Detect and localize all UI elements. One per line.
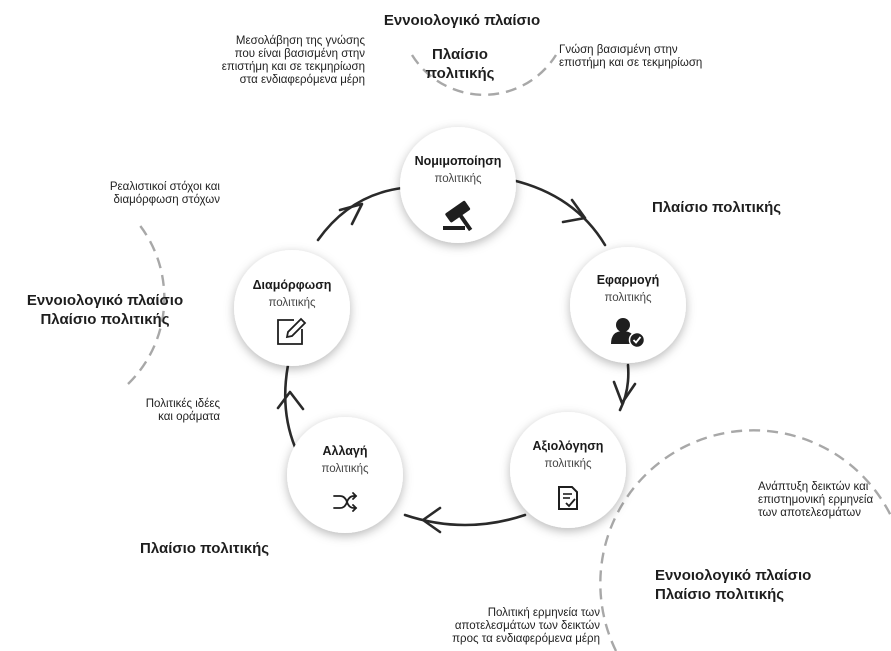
bottom-right-context-label: Εννοιολογικό πλαίσιο Πλαίσιο πολιτικής (655, 567, 812, 603)
node-change-subtitle: πολιτικής (321, 463, 368, 475)
arc-change-to-formulation (283, 363, 297, 449)
arrowhead-change-to-formulation (276, 390, 305, 411)
user-check-icon (611, 318, 646, 349)
left-dashed-arc (127, 222, 166, 385)
bottom-left-policy-label: Πλαίσιο πολιτικής (140, 540, 270, 557)
node-legitimation-subtitle: πολιτικής (434, 173, 481, 185)
node-evaluation-subtitle: πολιτικής (544, 458, 591, 470)
arc-legitimation-to-implementation (510, 178, 607, 247)
arrowhead-implementation-to-evaluation (612, 380, 637, 405)
top-left-note: Μεσολάβηση της γνώσης που είναι βασισμέν… (221, 35, 365, 86)
bottom-right-note: Ανάπτυξη δεικτών και επιστημονική ερμηνε… (758, 481, 874, 519)
gavel-icon (443, 200, 473, 232)
document-check-icon (558, 486, 578, 510)
right-policy-label: Πλαίσιο πολιτικής (652, 199, 782, 216)
node-formulation-subtitle: πολιτικής (268, 297, 315, 309)
node-implementation-title: Εφαρμογή (597, 273, 660, 287)
bottom-right-dashed-arc (599, 429, 891, 651)
node-change-title: Αλλαγή (322, 444, 367, 458)
shuffle-icon (333, 492, 358, 512)
node-implementation: Εφαρμογή πολιτικής (570, 247, 686, 363)
edit-icon (277, 317, 307, 345)
arc-evaluation-to-change (403, 513, 527, 527)
arrowhead-legitimation-to-implementation (561, 198, 587, 224)
node-evaluation: Αξιολόγηση πολιτικής (510, 412, 626, 528)
node-formulation-title: Διαμόρφωση (253, 278, 332, 292)
node-evaluation-title: Αξιολόγηση (533, 439, 604, 453)
node-formulation: Διαμόρφωση πολιτικής (234, 250, 350, 366)
node-implementation-subtitle: πολιτικής (604, 292, 651, 304)
node-change: Αλλαγή πολιτικής (287, 417, 403, 533)
arrowhead-evaluation-to-change (421, 506, 442, 534)
left-note-bottom: Πολιτικές ιδέες και οράματα (145, 398, 220, 423)
left-context-label: Εννοιολογικό πλαίσιο Πλαίσιο πολιτικής (26, 292, 184, 328)
arc-implementation-to-evaluation (618, 363, 630, 412)
node-legitimation: Νομιμοποίηση πολιτικής (400, 127, 516, 243)
bottom-note: Πολιτική ερμηνεία των αποτελεσμάτων των … (452, 607, 600, 645)
top-context-label: Εννοιολογικό πλαίσιο (383, 12, 541, 29)
arrowhead-formulation-to-legitimation (338, 202, 364, 226)
arc-formulation-to-legitimation (316, 186, 404, 242)
left-note-top: Ρεαλιστικοί στόχοι και διαμόρφωση στόχων (109, 181, 220, 206)
node-legitimation-title: Νομιμοποίηση (415, 154, 502, 168)
top-policy-label: Πλαίσιο πολιτικής (425, 46, 495, 82)
top-dashed-arc (410, 54, 558, 96)
top-right-note: Γνώση βασισμένη στην επιστήμη και σε τεκ… (559, 44, 703, 69)
